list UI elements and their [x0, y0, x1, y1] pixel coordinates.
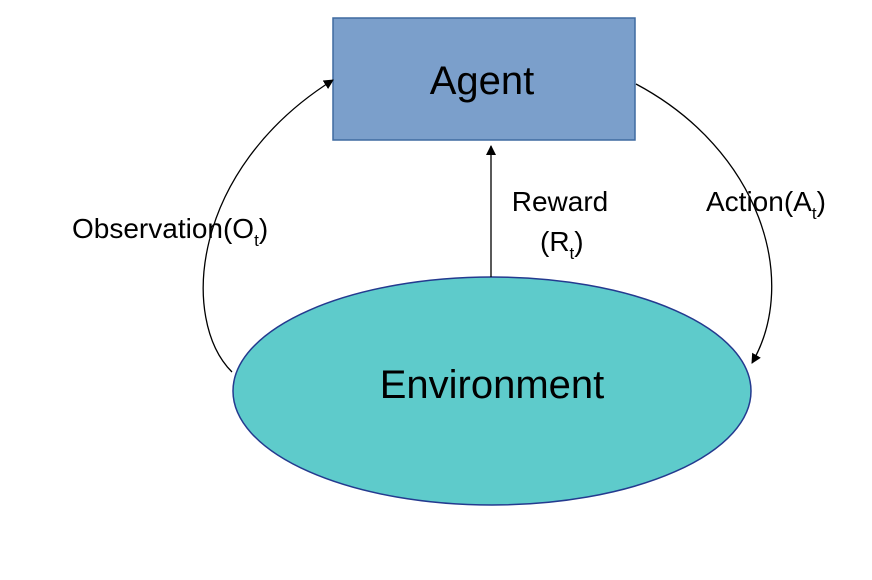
observation-arrow: [202, 79, 334, 373]
action-label-close: ): [817, 186, 826, 217]
reward-label-line1: Reward: [512, 186, 608, 217]
environment-label: Environment: [380, 363, 605, 407]
action-label-main: Action(A: [706, 186, 812, 217]
environment-ellipse: [232, 276, 752, 506]
reward-label-open: (R: [540, 226, 570, 257]
reward-label-line2: (Rt): [540, 226, 584, 263]
observation-label-close: ): [259, 213, 268, 244]
agent-box: [332, 17, 636, 141]
agent-label: Agent: [430, 59, 535, 103]
observation-label-main: Observation(O: [72, 213, 254, 244]
observation-label: Observation(Ot): [72, 213, 268, 250]
action-label-subscript: t: [812, 204, 817, 223]
action-arrow: [635, 83, 773, 364]
reward-label-subscript: t: [570, 244, 575, 263]
action-label: Action(At): [706, 186, 826, 223]
observation-label-subscript: t: [254, 231, 259, 250]
reward-label-close: ): [574, 226, 583, 257]
